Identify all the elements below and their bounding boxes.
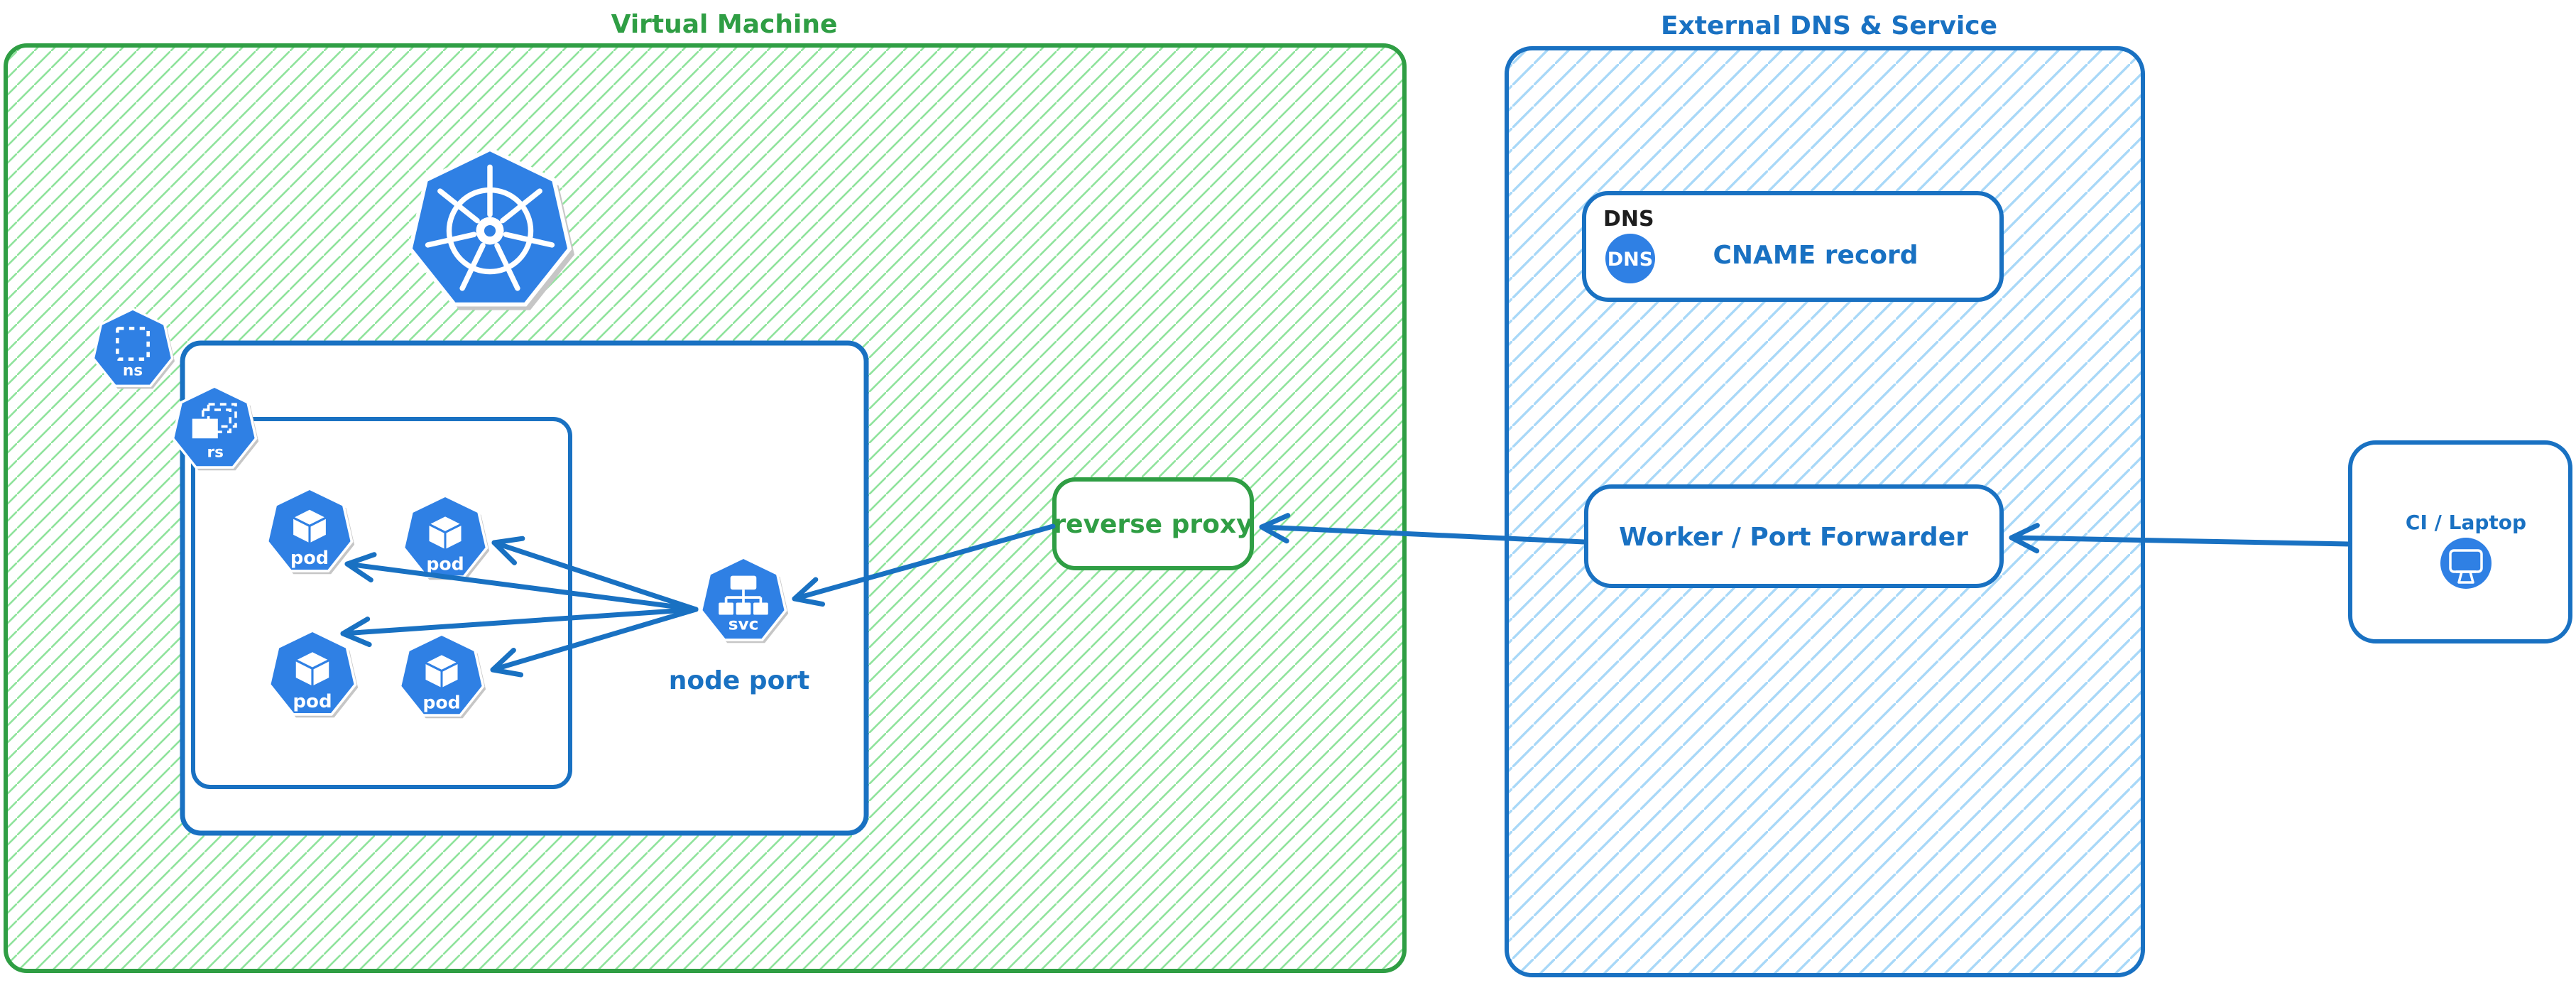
- reverse-proxy-box: [1052, 477, 1254, 570]
- pod-icon-label: pod: [293, 691, 332, 712]
- dns-card: DNS DNS CNAME record: [1582, 191, 2004, 302]
- arrow-proxy-to-svc: [792, 523, 1056, 607]
- connectors: [340, 513, 2352, 678]
- pod-icon-label: pod: [290, 548, 329, 569]
- worker-card-label: Worker / Port Forwarder: [1619, 523, 1968, 552]
- worker-card-box: [1584, 484, 2004, 588]
- worker-card: Worker / Port Forwarder: [1584, 484, 2004, 588]
- ci-card-label: CI / Laptop: [2406, 511, 2526, 534]
- namespace-icon-label: ns: [123, 362, 143, 379]
- monitor-icon: [2440, 538, 2492, 589]
- arrow-svc-to-pod-4: [490, 607, 699, 678]
- arrow-worker-to-proxy: [1259, 513, 1587, 545]
- dns-card-tag: DNS: [1603, 207, 1654, 232]
- replicaset-icon-label: rs: [207, 444, 224, 462]
- dns-card-box: [1582, 191, 2004, 302]
- dns-card-label: CNAME record: [1713, 241, 1918, 270]
- kubernetes-logo-icon: [410, 149, 575, 310]
- node-port-label: node port: [669, 666, 810, 695]
- ci-card: CI / Laptop: [2348, 440, 2572, 643]
- replicaset-box: [191, 417, 572, 789]
- arrow-svc-to-pod-2: [491, 536, 699, 612]
- reverse-proxy-node: reverse proxy: [1052, 477, 1254, 570]
- pod-icon-label: pod: [422, 692, 460, 712]
- namespace-icon: ns: [92, 308, 175, 389]
- dns-badge-icon: [1605, 234, 1655, 283]
- service-icon: svc: [699, 556, 789, 643]
- arrow-ci-to-worker: [2009, 523, 2352, 554]
- external-group: External DNS & Service DNS DNS CNAME rec…: [1505, 11, 2145, 977]
- reverse-proxy-label: reverse proxy: [1053, 510, 1252, 539]
- dns-badge-label: DNS: [1608, 249, 1653, 271]
- replicaset-icon: rs: [171, 385, 259, 471]
- pod-icon: pod: [398, 633, 486, 719]
- arrow-svc-to-pod-1: [344, 552, 699, 612]
- vm-group-title: Virtual Machine: [611, 10, 838, 39]
- pod-icon: pod: [402, 494, 490, 580]
- arrow-svc-to-pod-3: [340, 607, 699, 648]
- pod-icon: pod: [266, 487, 355, 575]
- service-icon-label: svc: [728, 614, 759, 634]
- external-group-title: External DNS & Service: [1661, 11, 1997, 40]
- pod-icon: pod: [268, 629, 359, 718]
- pod-icon-label: pod: [426, 553, 464, 574]
